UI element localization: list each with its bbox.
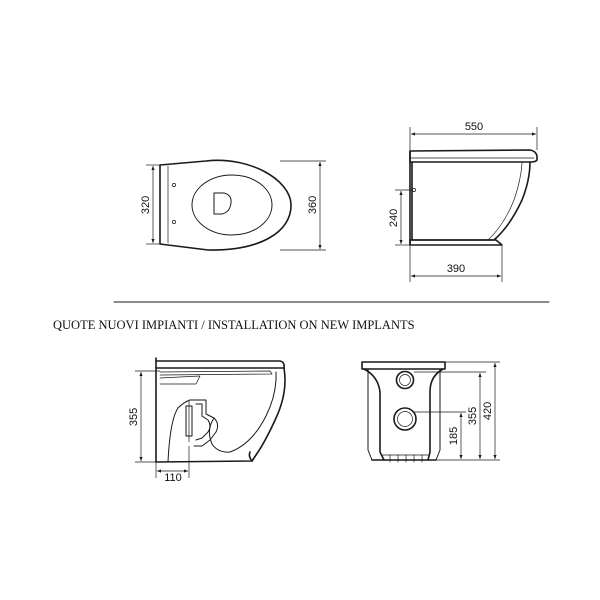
top-view-bowl-opening [191, 174, 273, 236]
section-foot-curve [167, 399, 191, 463]
section-siphon-inner [195, 403, 211, 441]
dim-label-rear-outlet: 355 [467, 407, 479, 425]
section-siphon [189, 399, 219, 447]
dim-label-side-base: 390 [447, 263, 465, 275]
rear-body-left [363, 368, 385, 461]
dim-label-rear-total: 420 [482, 402, 494, 420]
section-outer-profile [251, 367, 286, 462]
section-inner-bowl [208, 371, 277, 453]
dim-label-top-length: 360 [307, 196, 319, 214]
rear-inlet-hole-inner-icon [399, 374, 411, 386]
dim-label-section-height: 355 [128, 408, 140, 426]
installation-caption: QUOTE NUOVI IMPIANTI / INSTALLATION ON N… [53, 318, 415, 332]
rear-outlet-hole-inner-icon [397, 411, 413, 427]
side-view: 550 240 390 [388, 121, 538, 282]
rear-view: 185 355 420 [361, 361, 500, 463]
side-view-base [409, 239, 503, 246]
top-view: 320 360 [140, 159, 326, 251]
top-view-drain [213, 192, 232, 215]
side-view-seat [409, 149, 538, 163]
section-foot [155, 451, 253, 463]
rear-inlet-hole-icon [395, 370, 415, 390]
rear-body-outer-left [367, 368, 373, 461]
section-seat-layer [159, 370, 273, 376]
dim-label-top-width: 320 [140, 196, 152, 214]
dim-label-section-offset: 110 [164, 472, 182, 484]
dim-label-side-length: 550 [465, 121, 483, 133]
side-view-bowl-inner [487, 162, 523, 241]
dim-label-side-height: 240 [388, 209, 400, 227]
rear-body-outer-right [435, 368, 441, 461]
fixing-hole-icon [172, 220, 176, 224]
fixing-hole-icon [172, 183, 176, 187]
section-rim [155, 360, 285, 369]
rear-rim [361, 361, 446, 370]
side-view-fixing-icon [412, 188, 416, 192]
side-view-bowl [411, 161, 531, 241]
rear-base-hatch [389, 454, 423, 463]
top-view-outline [159, 159, 292, 251]
section-seat-layer [159, 375, 201, 385]
rear-body-right [427, 368, 444, 461]
dim-label-rear-inlet: 185 [448, 427, 460, 445]
rear-outlet-hole-icon [393, 407, 417, 431]
section-view: 355 110 [128, 357, 286, 484]
